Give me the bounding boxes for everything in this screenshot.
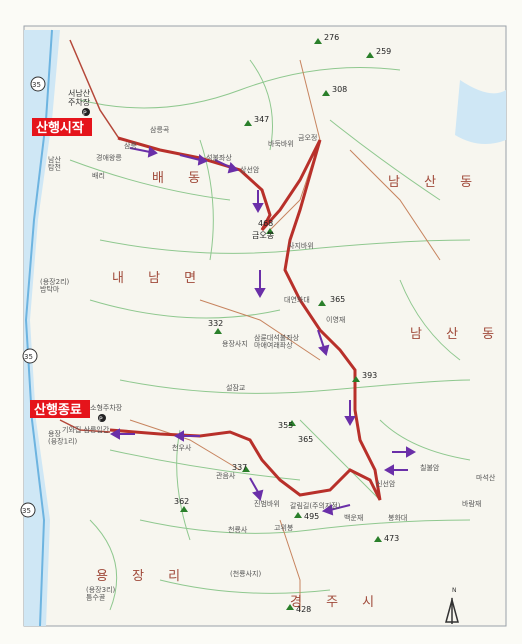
peak-308: 308 xyxy=(332,85,347,94)
parking-end: P xyxy=(98,414,106,423)
place-seolamgyo: 설잠교 xyxy=(226,383,246,392)
peak-468: 468 xyxy=(258,219,273,228)
place-yongjang3ri: (용장3리)틈수골 xyxy=(86,585,116,602)
place-badukbawi: 바둑바위 xyxy=(268,139,294,148)
peak-355: 355 xyxy=(278,421,293,430)
river-ne xyxy=(455,80,506,144)
place-galrimgil: 갈림길(주의지점) xyxy=(290,501,341,510)
roads xyxy=(59,39,121,433)
place-goweibong: 고위봉 xyxy=(274,524,294,532)
place-gyeongaewangneung: 경애왕릉 xyxy=(96,153,122,162)
peak-365a: 365 xyxy=(330,295,345,304)
peak-276: 276 xyxy=(324,33,339,42)
place-cheonryongsa: 천룡사 xyxy=(228,525,248,534)
area-namsandong-top: 남 산 동 xyxy=(388,175,482,190)
place-sinseonam: 신선암 xyxy=(376,479,396,488)
place-bongwadae: 봉화대 xyxy=(388,514,407,522)
parking-end-label: 소형주차장 xyxy=(90,403,123,412)
place-geumojeong: 금오정 xyxy=(298,133,317,142)
compass-label: N xyxy=(452,587,457,594)
place-daeyeonhwadae: 대연화대 xyxy=(284,296,310,304)
place-sangseonam: 상선암 xyxy=(240,165,260,174)
place-cheonryongsaji: (천룡사지) xyxy=(230,569,261,578)
hiking-route xyxy=(109,136,382,501)
peak-347: 347 xyxy=(254,115,269,124)
place-sajibawi: 사지바위 xyxy=(288,241,314,250)
direction-arrows xyxy=(109,146,417,516)
peak-365b: 365 xyxy=(298,435,313,444)
peak-473: 473 xyxy=(384,534,399,543)
peak-markers xyxy=(180,38,382,610)
area-baedong: 배 동 xyxy=(152,171,210,186)
peak-393: 393 xyxy=(362,371,377,380)
place-gwaneumsa: 관음사 xyxy=(216,471,236,480)
peak-428: 428 xyxy=(296,605,311,614)
highway-35-south: 35 xyxy=(20,502,36,518)
compass: N xyxy=(445,587,459,624)
peak-259: 259 xyxy=(376,47,391,56)
peak-332: 332 xyxy=(208,319,223,328)
start-banner: 산행시작 xyxy=(32,118,92,136)
parking-start: P xyxy=(82,108,90,117)
peak-495: 495 xyxy=(304,512,319,521)
svg-text:35: 35 xyxy=(32,81,41,89)
peak-geumobong: 금오봉 xyxy=(252,231,274,240)
svg-text:35: 35 xyxy=(22,507,31,515)
svg-text:P: P xyxy=(99,416,103,423)
area-gyeongju: 경 주 시 xyxy=(290,595,384,610)
place-maseoksan: 마석산 xyxy=(476,473,496,482)
area-yongjangri: 용 장 리 xyxy=(96,569,190,584)
place-jinbeom: 진범바위 xyxy=(254,499,280,508)
place-cheonusa: 천우사 xyxy=(172,443,192,452)
place-baramjae: 바람재 xyxy=(462,499,481,508)
place-baeri: 배리 xyxy=(92,171,105,180)
svg-text:35: 35 xyxy=(24,353,33,361)
area-naenammyeon: 내 남 면 xyxy=(112,271,206,286)
end-label: 산행종료 xyxy=(34,402,82,418)
place-yongjangri: 용장(용장1리) xyxy=(48,429,78,446)
peak-337: 337 xyxy=(232,463,247,472)
place-gisokjip: 기와집 삼릉입간 xyxy=(62,425,110,434)
area-namsandong-mid: 남 산 동 xyxy=(410,327,504,342)
place-samneung: 삼릉 xyxy=(124,141,137,150)
highway-35-north: 35 xyxy=(30,76,46,92)
highway-35-mid: 35 xyxy=(22,348,38,364)
place-iyeongjae: 이영재 xyxy=(326,315,345,324)
place-chilbulam: 칠불암 xyxy=(420,463,440,472)
place-seokbulsang: 석불좌상 xyxy=(206,153,232,162)
place-baekunjae: 백운재 xyxy=(344,513,363,522)
place-yongjangsaji: 용장사지 xyxy=(222,339,248,348)
place-samneunggol: 삼릉곡 xyxy=(150,125,170,134)
place-yongjang2ri: (용장2리)밤탁마 xyxy=(40,277,70,294)
end-banner: 산행종료 xyxy=(30,400,90,418)
river xyxy=(24,30,60,626)
svg-text:P: P xyxy=(83,110,87,117)
peak-362: 362 xyxy=(174,497,189,506)
start-label: 산행시작 xyxy=(36,120,84,136)
